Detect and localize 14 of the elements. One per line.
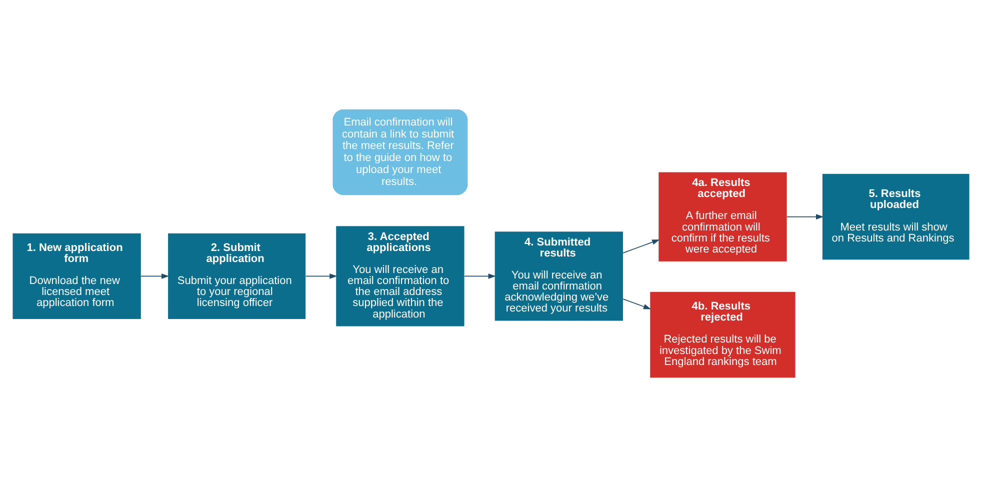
- node-box: 4b. Results rejected Rejected results will be investigated by the Swim England rankings team: [650, 292, 796, 378]
- arrow: [140, 274, 170, 279]
- node-box: 3. Accepted applications You will receive an email confirmation to the email address supplied within the application: [336, 226, 464, 326]
- node-box: Email confirmation will contain a link to submit the meet results. Refer to the guide on how to upload your meet results.: [332, 109, 468, 196]
- node-box: 4. Submitted results You will receive an email confirmation acknowledging we’ve received your results: [494, 232, 623, 321]
- arrow: [305, 274, 338, 279]
- node-box: 5. Results uploaded Meet results will show on Results and Rankings: [822, 174, 970, 260]
- arrow: [622, 240, 660, 254]
- arrow: [786, 214, 824, 220]
- arrow: [622, 298, 652, 310]
- node-box: 2. Submit application Submit your application to your regional licensing officer: [168, 233, 306, 320]
- node-box: 1. New application form Download the new licensed meet application form: [12, 233, 141, 320]
- node-box: 4a. Results accepted A further email confirmation will confirm if the results were accepted: [658, 172, 787, 262]
- arrow: [464, 274, 496, 279]
